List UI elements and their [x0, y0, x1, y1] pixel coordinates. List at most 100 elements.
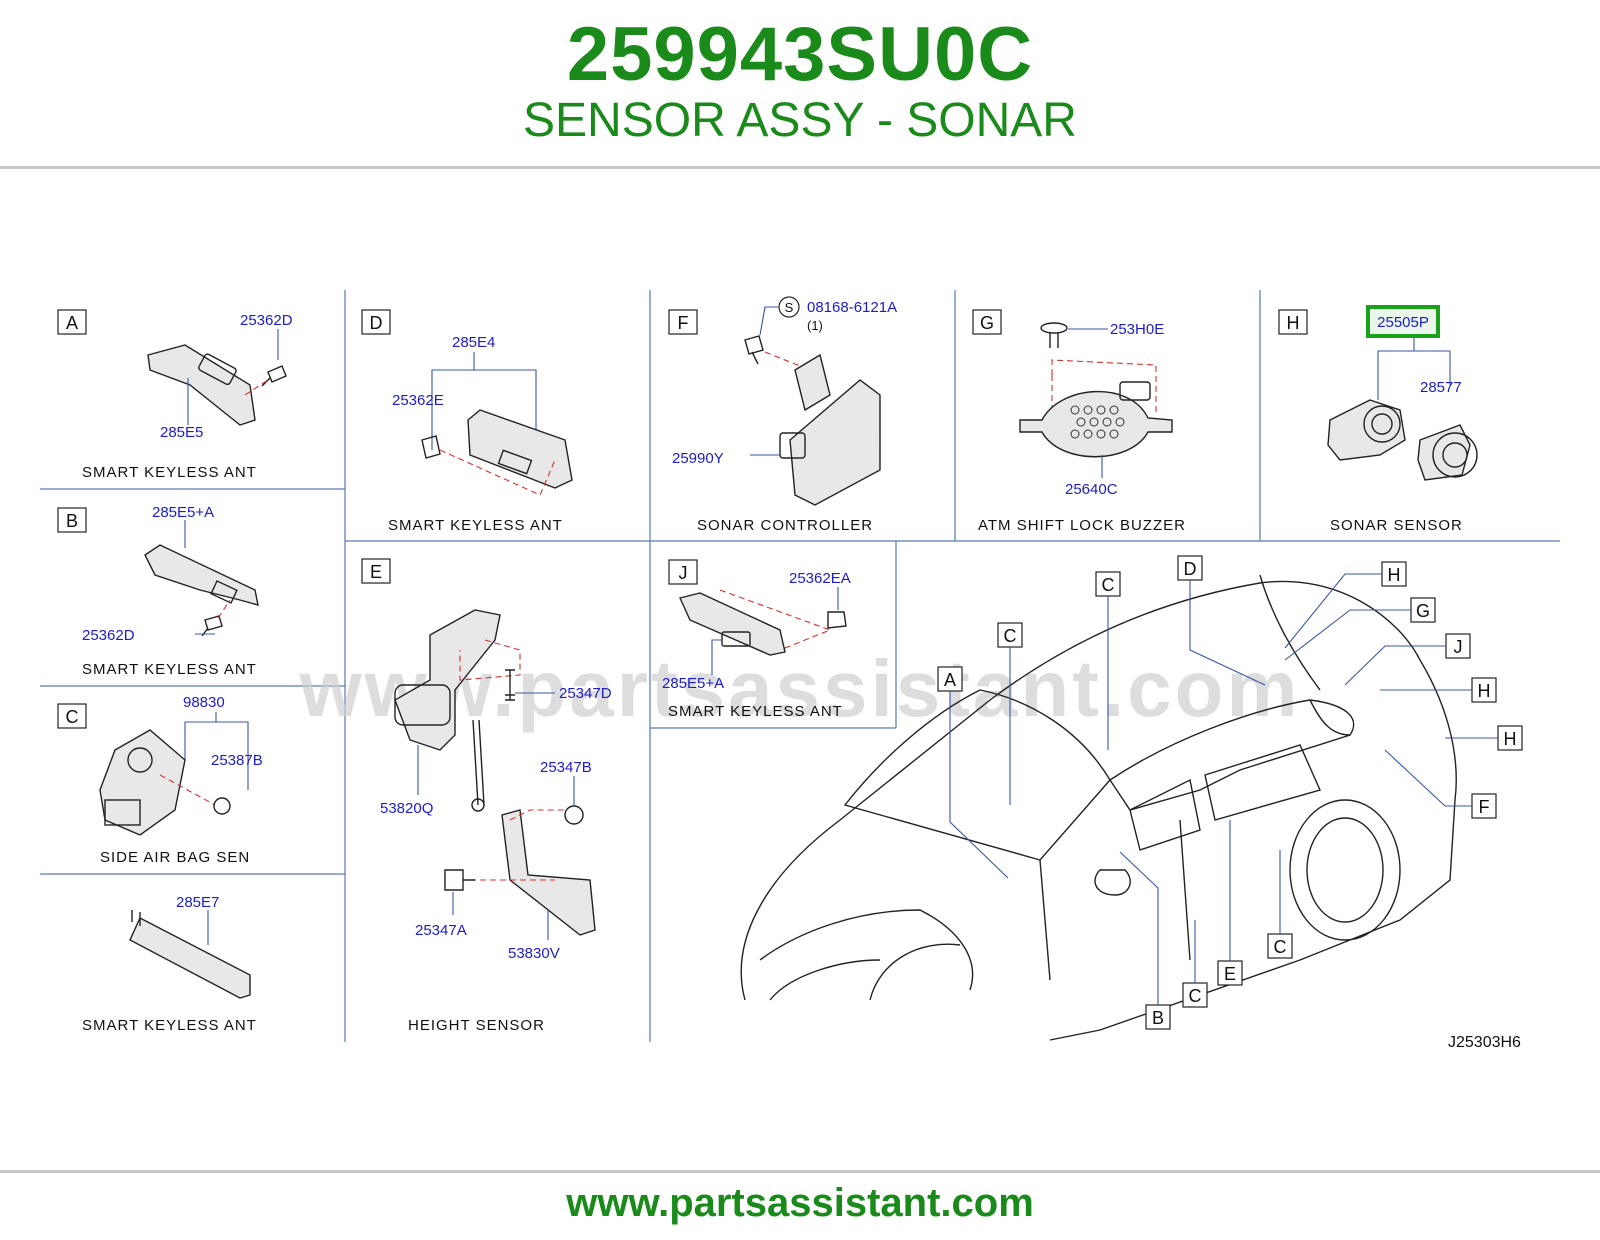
part-28577-label[interactable]: 28577 [1420, 379, 1462, 396]
panel-antenna-285e7: 285E7 SMART KEYLESS ANT [82, 894, 257, 1034]
callout-h-top: H [1388, 565, 1401, 585]
sonar-sensor-bezel [1417, 424, 1471, 481]
part-name-subtitle: SENSOR ASSY - SONAR [523, 94, 1077, 147]
part-number-title: 259943SU0C [566, 12, 1034, 97]
part-25990y-label[interactable]: 25990Y [672, 450, 724, 467]
footer-site-link[interactable]: www.partsassistant.com [566, 1181, 1034, 1225]
panel-a-letter-box [57, 309, 87, 335]
shift-lock-buzzer [1019, 390, 1173, 458]
part-98830-label[interactable]: 98830 [183, 694, 225, 711]
footer-divider [0, 1170, 1600, 1173]
part-25362d-label[interactable]: 25362D [240, 312, 293, 329]
vehicle-overview: D C H G J H H C A F [740, 555, 1523, 1050]
part-25362ea-label[interactable]: 25362EA [789, 570, 851, 587]
highlighted-part-box [1366, 305, 1440, 338]
callout-h-mid: H [1478, 681, 1491, 701]
keyless-antenna-rod [129, 917, 251, 999]
panel-f: F S 08168-6121A (1) 25990Y SONAR CONTROL… [668, 296, 897, 534]
panel-f-letter-box [668, 309, 698, 335]
panel-f-caption: SONAR CONTROLLER [697, 517, 873, 534]
panel-e-caption: HEIGHT SENSOR [408, 1017, 545, 1034]
part-25505p-label[interactable]: 25505P [1377, 314, 1429, 331]
page-header: 259943SU0C SENSOR ASSY - SONAR [0, 0, 1600, 170]
callout-h-low: H [1504, 729, 1517, 749]
callout-c-top: C [1102, 575, 1115, 595]
part-285e7-label[interactable]: 285E7 [176, 894, 219, 911]
panel-k-caption: SMART KEYLESS ANT [82, 1017, 257, 1034]
panel-f-letter: F [678, 313, 689, 333]
panel-d-caption: SMART KEYLESS ANT [388, 517, 563, 534]
part-53830v-label[interactable]: 53830V [508, 945, 560, 962]
panel-g-letter: G [980, 313, 994, 333]
car-outline [740, 574, 1457, 1041]
part-25362d-b-label[interactable]: 25362D [82, 627, 135, 644]
panel-e-letter-box [361, 558, 391, 584]
part-25347a-label[interactable]: 25347A [415, 922, 467, 939]
sonar-sensor-body [1327, 399, 1406, 461]
part-285e5-a-j-label[interactable]: 285E5+A [662, 675, 724, 692]
header-divider [0, 166, 1600, 169]
callout-e: E [1224, 964, 1236, 984]
screw-symbol: S [785, 300, 794, 315]
antenna-bracket-d [467, 409, 573, 489]
part-25640c-label[interactable]: 25640C [1065, 481, 1118, 498]
panel-b-letter: B [66, 511, 78, 531]
part-25347d-label[interactable]: 25347D [559, 685, 612, 702]
panel-h: H 25505P 28577 SONAR SENSOR [1278, 305, 1478, 534]
callout-c-left: C [1004, 626, 1017, 646]
panel-a-caption: SMART KEYLESS ANT [82, 464, 257, 481]
panel-h-letter: H [1287, 313, 1300, 333]
panel-h-caption: SONAR SENSOR [1330, 517, 1463, 534]
part-253h0e-label[interactable]: 253H0E [1110, 321, 1164, 338]
panel-c-caption: SIDE AIR BAG SEN [100, 849, 250, 866]
panel-g-letter-box [972, 309, 1002, 335]
panel-j: J 25362EA 285E5+A SMART KEYLESS ANT [662, 559, 851, 720]
part-25362e-label[interactable]: 25362E [392, 392, 444, 409]
diagram-grid [40, 290, 1560, 1042]
antenna-bracket-j [679, 592, 786, 656]
callout-c-bottom: C [1189, 986, 1202, 1006]
panel-d: D 285E4 25362E SMART KEYLESS ANT [361, 309, 573, 534]
callout-d: D [1184, 559, 1197, 579]
panel-c-letter: C [66, 707, 79, 727]
panel-b-letter-box [57, 507, 87, 533]
part-53820q-label[interactable]: 53820Q [380, 800, 433, 817]
part-285e4-label[interactable]: 285E4 [452, 334, 495, 351]
panel-e-letter: E [370, 562, 382, 582]
part-285e5-a-label[interactable]: 285E5+A [152, 504, 214, 521]
panel-c-letter-box [57, 703, 87, 729]
panel-a: A 25362D 285E5 SMART KEYLESS ANT [57, 309, 293, 481]
callout-f: F [1479, 797, 1490, 817]
panel-j-letter: J [679, 563, 688, 583]
panel-h-letter-box [1278, 309, 1308, 335]
antenna-bracket-a [147, 344, 256, 426]
callout-a: A [944, 670, 956, 690]
part-285e5-label[interactable]: 285E5 [160, 424, 203, 441]
sonar-controller-unit [789, 379, 881, 506]
panel-c: C 98830 25387B SIDE AIR BAG SEN [57, 694, 263, 866]
panel-j-letter-box [668, 559, 698, 585]
callout-g: G [1416, 601, 1430, 621]
antenna-bracket-b [144, 544, 259, 606]
panel-d-letter: D [370, 313, 383, 333]
panel-g-caption: ATM SHIFT LOCK BUZZER [978, 517, 1186, 534]
parts-diagram: www.partsassistant.com A 25362D 285E5 SM… [40, 290, 1560, 1050]
panel-d-letter-box [361, 309, 391, 335]
part-25387b-label[interactable]: 25387B [211, 752, 263, 769]
part-08168-6121a-label[interactable]: 08168-6121A [807, 299, 897, 316]
part-25347b-label[interactable]: 25347B [540, 759, 592, 776]
callout-j: J [1454, 637, 1463, 657]
callout-c-right: C [1274, 937, 1287, 957]
part-08168-qty: (1) [807, 318, 823, 333]
panel-g: G 253H0E 25640C ATM SHIFT LOCK BUZZER [972, 309, 1186, 534]
callout-b: B [1152, 1008, 1164, 1028]
height-sensor-bracket [501, 809, 596, 936]
panel-a-letter: A [66, 313, 78, 333]
height-sensor-body [394, 609, 501, 751]
illustration-code: J25303H6 [1448, 1034, 1521, 1050]
side-airbag-sensor [99, 729, 186, 836]
panel-b: B 285E5+A 25362D SMART KEYLESS ANT [57, 504, 259, 678]
panel-j-caption: SMART KEYLESS ANT [668, 703, 843, 720]
panel-e: E 25347D 53820Q 25347B 25347A 53830V HEI… [361, 558, 612, 1034]
panel-b-caption: SMART KEYLESS ANT [82, 661, 257, 678]
